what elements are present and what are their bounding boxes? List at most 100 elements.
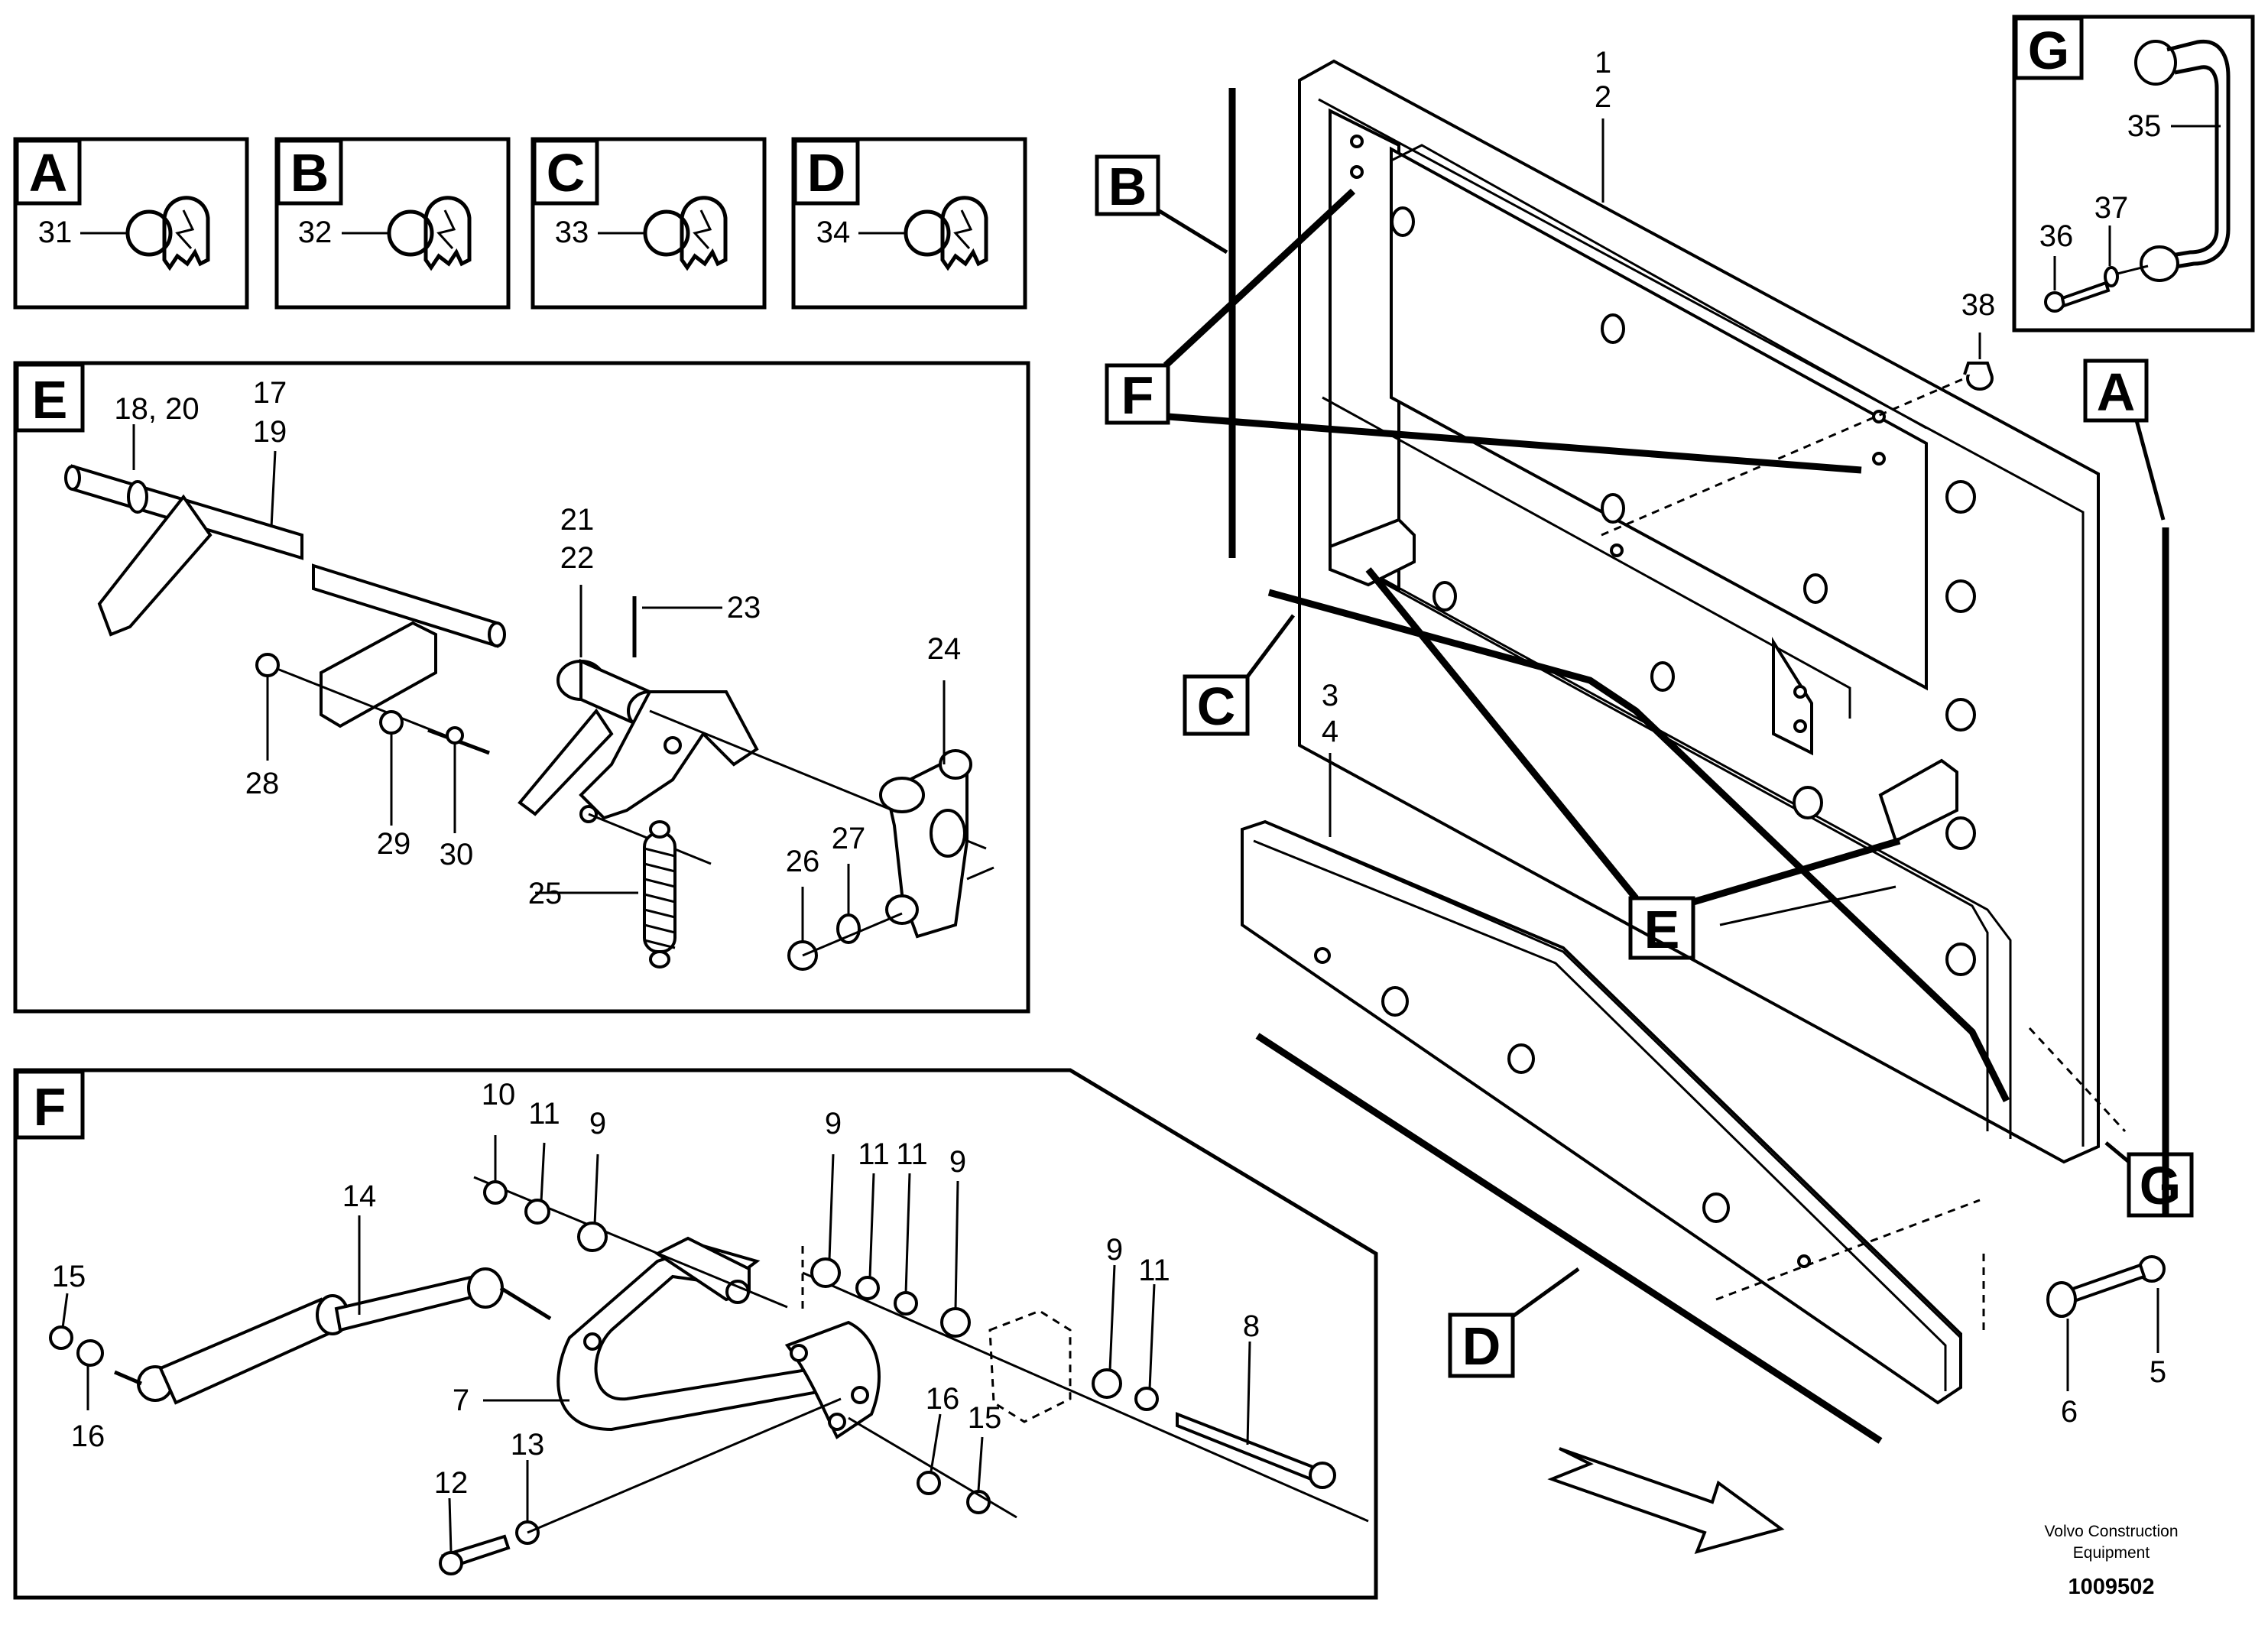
svg-text:C: C — [1197, 676, 1236, 736]
company-name-line2: Equipment — [2073, 1544, 2150, 1562]
label-16b: 16 — [926, 1382, 960, 1416]
clip-number-31: 31 — [38, 216, 73, 249]
edge-clip-icon — [643, 196, 728, 271]
label-23: 23 — [727, 591, 761, 625]
label-27: 27 — [832, 822, 866, 855]
clip-number-34: 34 — [816, 216, 851, 249]
clip-letter-a: A — [29, 143, 68, 203]
label-26: 26 — [786, 845, 820, 878]
washer-10 — [483, 1180, 508, 1205]
callout-c: C — [1183, 614, 1295, 736]
label-9c: 9 — [949, 1145, 966, 1179]
label-29: 29 — [377, 827, 411, 861]
detail-panel-e: E — [13, 361, 1030, 1014]
label-9d: 9 — [1106, 1233, 1123, 1267]
svg-text:G: G — [2140, 1156, 2181, 1215]
label-24: 24 — [927, 632, 962, 666]
callout-a: A — [2083, 359, 2166, 521]
label-10: 10 — [482, 1078, 516, 1111]
callout-d: D — [1448, 1267, 1580, 1378]
detail-panel-g: G 35 36 37 — [2012, 15, 2255, 333]
latch-mount — [1329, 518, 1416, 587]
washer-16 — [76, 1339, 104, 1367]
footer: Volvo Construction Equipment 1009502 — [2044, 1523, 2178, 1599]
label-14: 14 — [342, 1179, 377, 1213]
label-38: 38 — [1961, 288, 1996, 322]
svg-text:E: E — [1644, 900, 1680, 959]
callout-f: F — [1105, 188, 1862, 474]
washer-37 — [2104, 266, 2119, 287]
lever-arm — [97, 494, 213, 637]
mount-plate — [784, 1320, 881, 1439]
label-11b: 11 — [858, 1137, 890, 1171]
clip-letter-b: B — [290, 143, 329, 203]
seal-strip-d — [1255, 1033, 1883, 1444]
label-5: 5 — [2150, 1355, 2166, 1389]
bushing-9c — [940, 1307, 971, 1338]
panel-letter-e: E — [32, 370, 68, 430]
label-11c: 11 — [896, 1137, 928, 1171]
callout-e: E — [1365, 567, 1901, 960]
svg-text:A: A — [2097, 362, 2136, 422]
label-8: 8 — [1243, 1309, 1260, 1343]
panel-letter-g: G — [2028, 21, 2069, 80]
label-18-20: 18, 20 — [114, 392, 199, 426]
label-11a: 11 — [528, 1097, 560, 1131]
bushing-9d — [1092, 1368, 1122, 1399]
label-9b: 9 — [825, 1107, 842, 1140]
label-11d: 11 — [1138, 1254, 1170, 1287]
detail-panel-f: F — [13, 1068, 1378, 1600]
washer-6 — [2046, 1281, 2077, 1318]
panel-letter-f: F — [34, 1077, 67, 1137]
frame-1-2 — [1298, 59, 2100, 1164]
washer-11d — [1134, 1387, 1159, 1411]
bolt-30 — [446, 726, 464, 745]
hidden-bushing — [988, 1309, 1072, 1423]
clip-number-32: 32 — [298, 216, 333, 249]
label-21: 21 — [560, 503, 595, 537]
clip-letter-c: C — [547, 143, 586, 203]
bolt-36 — [2044, 281, 2111, 313]
clip-detail-b: B 32 — [274, 137, 511, 310]
label-17: 17 — [253, 376, 287, 410]
clip-number-33: 33 — [555, 216, 589, 249]
washer-16b — [917, 1471, 941, 1495]
spring-25 — [643, 820, 677, 969]
label-15b: 15 — [968, 1401, 1002, 1435]
bolt-5 — [2062, 1255, 2166, 1306]
clip-detail-a: A 31 — [13, 137, 249, 310]
gas-strut-14 — [114, 1267, 552, 1405]
bushing-9b — [810, 1257, 841, 1288]
label-12: 12 — [434, 1466, 469, 1500]
label-7: 7 — [453, 1384, 469, 1417]
nut-15 — [49, 1325, 73, 1350]
bolt-12 — [439, 1534, 511, 1575]
svg-text:B: B — [1108, 157, 1147, 216]
edge-clip-icon — [904, 196, 988, 271]
bushing-9 — [577, 1222, 608, 1252]
latch-bracket — [320, 621, 437, 728]
label-35: 35 — [2127, 109, 2162, 143]
label-15a: 15 — [52, 1260, 86, 1293]
seal-strip-c — [1267, 589, 2010, 1103]
callout-b: B — [1095, 154, 1228, 255]
label-13: 13 — [511, 1428, 545, 1462]
edge-clip-icon — [387, 196, 472, 271]
label-19: 19 — [253, 415, 287, 449]
washer-28 — [255, 653, 280, 677]
label-1: 1 — [1595, 46, 1611, 79]
label-25: 25 — [528, 877, 563, 910]
callout-g: G — [2104, 1141, 2194, 1218]
clip-detail-c: C 33 — [530, 137, 767, 310]
company-name-line1: Volvo Construction — [2044, 1523, 2178, 1540]
washer-29 — [379, 710, 404, 735]
diagram-part-number: 1009502 — [2068, 1575, 2155, 1599]
washer-11b — [855, 1276, 880, 1300]
label-4: 4 — [1322, 715, 1338, 748]
hook-bracket-7 — [556, 1236, 865, 1432]
direction-arrow — [1547, 1447, 1785, 1554]
clip-letter-d: D — [807, 143, 846, 203]
label-28: 28 — [245, 767, 280, 800]
main-assembly: B F C E A G — [1095, 46, 2194, 1554]
